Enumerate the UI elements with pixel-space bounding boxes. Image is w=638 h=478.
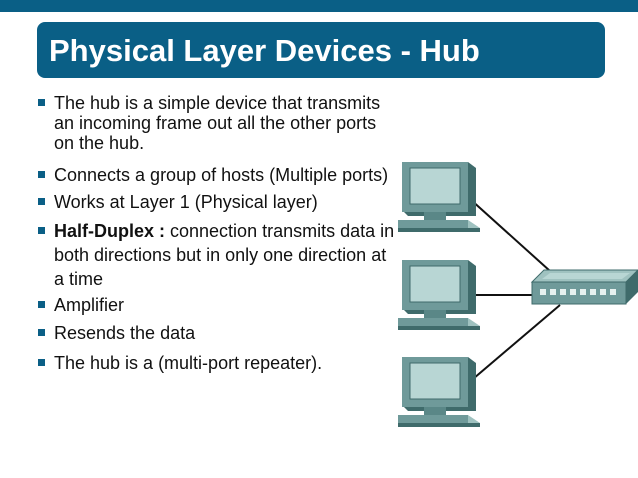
hub-icon — [530, 269, 638, 305]
bullet-item: Half-Duplex : connection transmits data … — [36, 219, 396, 291]
square-bullet-icon — [38, 359, 45, 366]
cable-line — [459, 189, 561, 281]
computer-icon — [398, 357, 480, 427]
square-bullet-icon — [38, 198, 45, 205]
bullet-bold-text: Half-Duplex : — [54, 221, 166, 241]
bullet-list: The hub is a simple device that transmit… — [36, 93, 396, 373]
square-bullet-icon — [38, 329, 45, 336]
bullet-text: Amplifier — [54, 295, 125, 315]
bullet-item: Works at Layer 1 (Physical layer) — [36, 192, 396, 212]
hub-network-diagram — [398, 162, 638, 427]
top-bar — [0, 0, 638, 12]
bullet-item: Resends the data — [36, 323, 396, 343]
cable-line — [459, 304, 561, 391]
bullet-text: Connects a group of hosts (Multiple port… — [54, 165, 389, 185]
bullet-text: connection transmits data in both direct… — [54, 221, 395, 289]
slide-title: Physical Layer Devices - Hub — [49, 33, 480, 68]
bullet-item: The hub is a simple device that transmit… — [36, 93, 396, 153]
square-bullet-icon — [38, 301, 45, 308]
bullet-item: Amplifier — [36, 295, 396, 315]
computer-icon — [398, 162, 480, 232]
title-box: Physical Layer Devices - Hub — [37, 22, 605, 78]
square-bullet-icon — [38, 227, 45, 234]
bullet-item: Connects a group of hosts (Multiple port… — [36, 165, 396, 185]
bullet-text: The hub is a simple device that transmit… — [54, 93, 381, 153]
bullet-text: The hub is a (multi-port repeater). — [54, 353, 323, 373]
bullet-text: Works at Layer 1 (Physical layer) — [54, 192, 318, 212]
square-bullet-icon — [38, 171, 45, 178]
computer-icon — [398, 260, 480, 330]
bullet-text: Resends the data — [54, 323, 196, 343]
bullet-item: The hub is a (multi-port repeater). — [36, 353, 396, 373]
square-bullet-icon — [38, 99, 45, 106]
